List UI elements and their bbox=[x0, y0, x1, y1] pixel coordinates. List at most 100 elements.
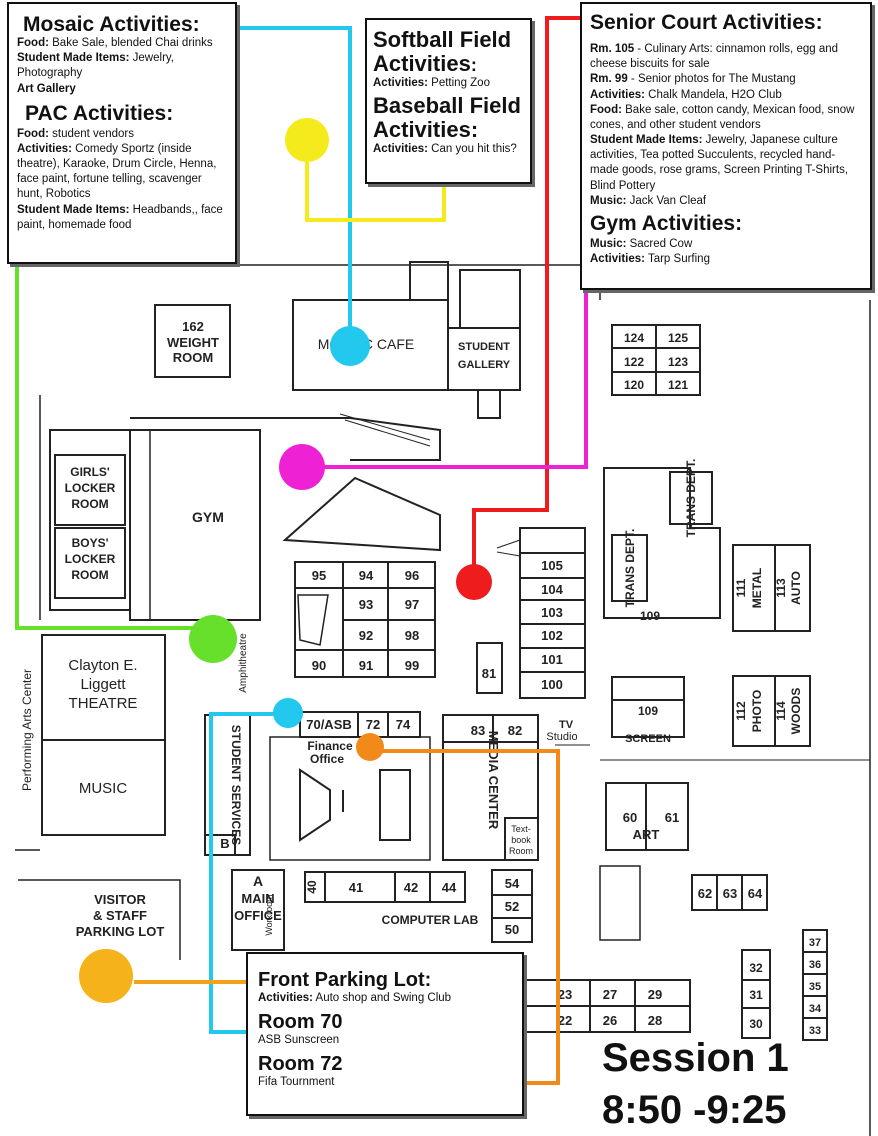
room-label: 40 bbox=[305, 880, 319, 894]
room-label: Room bbox=[509, 846, 533, 856]
room-label: SCREEN bbox=[625, 733, 671, 745]
senior-title: Senior Court Activities: bbox=[590, 11, 823, 34]
room-label: 35 bbox=[809, 981, 821, 993]
softball-activities: Activities: Petting Zoo bbox=[373, 77, 490, 90]
room-label: Finance bbox=[307, 739, 353, 753]
room70-title: Room 70 bbox=[258, 1011, 343, 1034]
room72-activity: Fifa Tournment bbox=[258, 1076, 335, 1089]
room-label: 82 bbox=[508, 723, 522, 738]
room-label: B bbox=[220, 836, 229, 851]
room-label: Clayton E. bbox=[68, 657, 137, 674]
room-label: 30 bbox=[749, 1017, 763, 1031]
room-label: 109 bbox=[638, 704, 658, 718]
room-label: 23 bbox=[558, 987, 572, 1002]
room-label: TRANS DEPT. bbox=[623, 529, 637, 608]
room-label: 105 bbox=[541, 558, 563, 573]
room-label: MAIN bbox=[241, 891, 274, 906]
room-label: 121 bbox=[668, 378, 688, 392]
room-label: 102 bbox=[541, 628, 563, 643]
room-label: TRANS DEPT. bbox=[684, 459, 698, 538]
room-label: 90 bbox=[312, 658, 326, 673]
pac-food: Food: student vendors bbox=[17, 127, 134, 140]
pac-items: Student Made Items: Headbands,, face pai… bbox=[17, 203, 223, 231]
cyan-marker bbox=[330, 326, 370, 366]
room-label: 112 bbox=[734, 701, 748, 721]
baseball-title: Baseball Field Activities: bbox=[373, 92, 521, 142]
room-label: COMPUTER LAB bbox=[382, 913, 479, 927]
room-label: Studio bbox=[546, 731, 577, 743]
room-label: 103 bbox=[541, 605, 563, 620]
room-label: Amphitheatre bbox=[238, 633, 249, 693]
room-label: Text- bbox=[511, 824, 531, 834]
room-label: 125 bbox=[668, 331, 688, 345]
room-label: THEATRE bbox=[69, 695, 138, 712]
room-label: 36 bbox=[809, 959, 821, 971]
room-label: 60 bbox=[623, 810, 637, 825]
room-label: 22 bbox=[558, 1013, 572, 1028]
room-label: Liggett bbox=[80, 676, 126, 693]
gym-music: Music: Sacred Cow bbox=[590, 237, 693, 250]
mosaic-items: Student Made Items: Jewelry, Photography bbox=[17, 52, 174, 80]
room-label: 109 bbox=[640, 609, 660, 623]
room-label: 52 bbox=[505, 899, 519, 914]
room-label: 111 bbox=[734, 578, 748, 597]
room-label: 28 bbox=[648, 1013, 662, 1028]
room-label: BOYS' bbox=[72, 536, 109, 550]
room-label: 162 bbox=[182, 319, 204, 334]
room-label: A bbox=[253, 873, 263, 889]
room-label: 93 bbox=[359, 597, 373, 612]
front-parking-title: Front Parking Lot: bbox=[258, 969, 432, 991]
room-label: ROOM bbox=[71, 568, 108, 582]
room-label: ART bbox=[633, 827, 660, 842]
room-label: 94 bbox=[359, 568, 374, 583]
room-label: 72 bbox=[366, 717, 380, 732]
room-label: ROOM bbox=[173, 350, 213, 365]
orange-marker-large bbox=[79, 949, 133, 1003]
room-label: Performing Arts Center bbox=[20, 669, 34, 791]
baseball-activities: Activities: Can you hit this? bbox=[373, 142, 517, 155]
room-label: Office bbox=[310, 752, 344, 766]
room-label: 98 bbox=[405, 628, 419, 643]
room-label: 92 bbox=[359, 628, 373, 643]
room-label: GIRLS' bbox=[70, 465, 110, 479]
session-label: Session 1 8:50 -9:25 bbox=[602, 1032, 872, 1136]
room-label: 91 bbox=[359, 658, 373, 673]
room-label: 31 bbox=[749, 988, 763, 1002]
front-parking-lot-box: Front Parking Lot: Activities: Auto shop… bbox=[246, 952, 524, 1116]
room-label: LOCKER bbox=[65, 552, 116, 566]
room-label: ROOM bbox=[71, 497, 108, 511]
room-label: 44 bbox=[442, 880, 457, 895]
mosaic-gallery: Art Gallery bbox=[17, 82, 76, 95]
room-label: 29 bbox=[648, 987, 662, 1002]
room-label: 123 bbox=[668, 355, 688, 369]
mosaic-activities-box: Mosaic Activities: Food: Bake Sale, blen… bbox=[7, 2, 237, 264]
room-label: WOODS bbox=[789, 688, 803, 735]
room-label: 113 bbox=[774, 578, 788, 598]
room-label: 100 bbox=[541, 677, 563, 692]
mosaic-title: Mosaic Activities: bbox=[23, 13, 200, 36]
room-label: 101 bbox=[541, 652, 563, 667]
room-label: 33 bbox=[809, 1025, 821, 1037]
room-label: STUDENT bbox=[458, 341, 510, 353]
gym-title: Gym Activities: bbox=[590, 211, 743, 235]
room-label: 81 bbox=[482, 666, 496, 681]
room-label: 99 bbox=[405, 658, 419, 673]
pac-activities: Activities: Comedy Sportz (inside theatr… bbox=[17, 142, 217, 201]
room-label: 26 bbox=[603, 1013, 617, 1028]
room-label: MEDIA CENTER bbox=[486, 731, 501, 830]
room-label: 41 bbox=[349, 880, 363, 895]
room-label: AUTO bbox=[789, 571, 803, 605]
room-label: 104 bbox=[541, 582, 563, 597]
senior-rm105: Rm. 105 - Culinary Arts: cinnamon rolls,… bbox=[590, 43, 839, 71]
room-label: 96 bbox=[405, 568, 419, 583]
room-label: 34 bbox=[809, 1003, 822, 1015]
softball-activities-box: Softball Field Activities: Activities: P… bbox=[365, 18, 532, 184]
room70-activity: ASB Sunscreen bbox=[258, 1034, 340, 1047]
room-label: 74 bbox=[396, 717, 411, 732]
senior-music: Music: Jack Van Cleaf bbox=[590, 194, 707, 207]
senior-food: Food: Bake sale, cotton candy, Mexican f… bbox=[590, 103, 855, 131]
magenta-marker bbox=[279, 444, 325, 490]
room-label: & STAFF bbox=[93, 908, 147, 923]
room-label: OFFICE bbox=[234, 908, 282, 923]
senior-items: Student Made Items: Jewelry, Japanese cu… bbox=[590, 134, 849, 192]
